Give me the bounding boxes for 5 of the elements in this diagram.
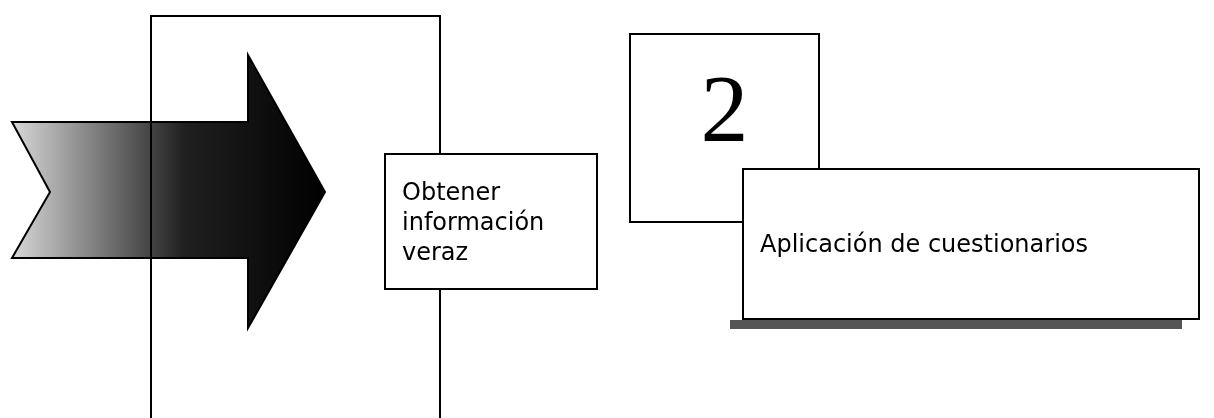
process-box xyxy=(384,153,598,290)
step-number: 2 xyxy=(700,61,749,157)
box-label: Aplicación de cuestionarios xyxy=(760,229,1088,259)
box-label: Obtener información veraz xyxy=(402,176,546,267)
process-box xyxy=(742,168,1200,320)
